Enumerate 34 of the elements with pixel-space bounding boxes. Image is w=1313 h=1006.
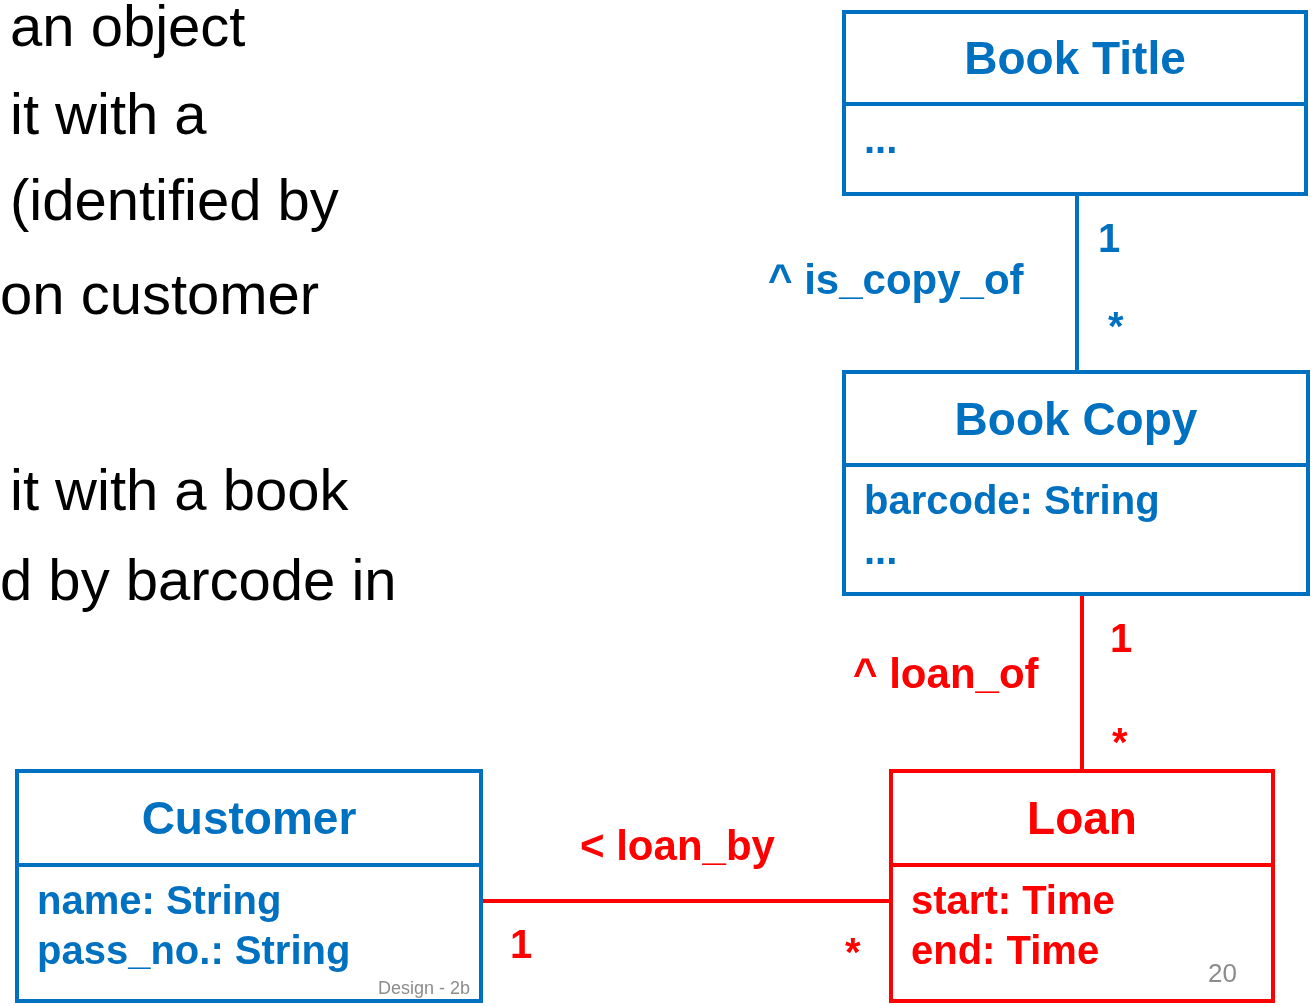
class-name: Book Copy: [954, 391, 1198, 446]
attribute-text: ...: [864, 116, 899, 162]
attribute-text: pass_no.: String: [37, 927, 352, 973]
edge-label: ^ is_copy_of: [768, 256, 1024, 304]
multiplicity-label: 1: [1098, 216, 1121, 261]
multiplicity-label: 1: [1110, 616, 1133, 661]
edge-label: < loan_by: [580, 822, 775, 870]
class-box: [889, 769, 1275, 1003]
class-box: [15, 769, 483, 1003]
association-line: [1080, 596, 1084, 769]
class-name: Customer: [141, 791, 357, 845]
body-text: an object: [10, 0, 246, 59]
body-text: (identified by: [10, 166, 339, 233]
footer-text: Design - 2b: [378, 978, 471, 999]
multiplicity-label: *: [1112, 720, 1128, 765]
association-line: [1075, 196, 1079, 370]
attribute-text: name: String: [37, 877, 283, 923]
multiplicity-label: *: [845, 930, 861, 975]
multiplicity-label: *: [1108, 304, 1124, 349]
class-name: Book Title: [964, 31, 1186, 85]
class-box: [842, 10, 1308, 196]
class-box: [842, 370, 1310, 596]
attribute-text: ...: [864, 527, 899, 573]
body-text: it with a: [10, 80, 207, 147]
body-text: d by barcode in: [0, 546, 397, 613]
class-name: Loan: [1027, 791, 1137, 845]
body-text: it with a book: [10, 456, 349, 523]
attribute-text: barcode: String: [864, 477, 1161, 523]
association-line: [483, 899, 889, 903]
edge-label: ^ loan_of: [853, 650, 1039, 698]
multiplicity-label: 1: [510, 922, 533, 967]
attribute-text: start: Time: [911, 877, 1116, 923]
body-text: on customer: [0, 260, 320, 327]
footer-text: 20: [1208, 958, 1237, 989]
